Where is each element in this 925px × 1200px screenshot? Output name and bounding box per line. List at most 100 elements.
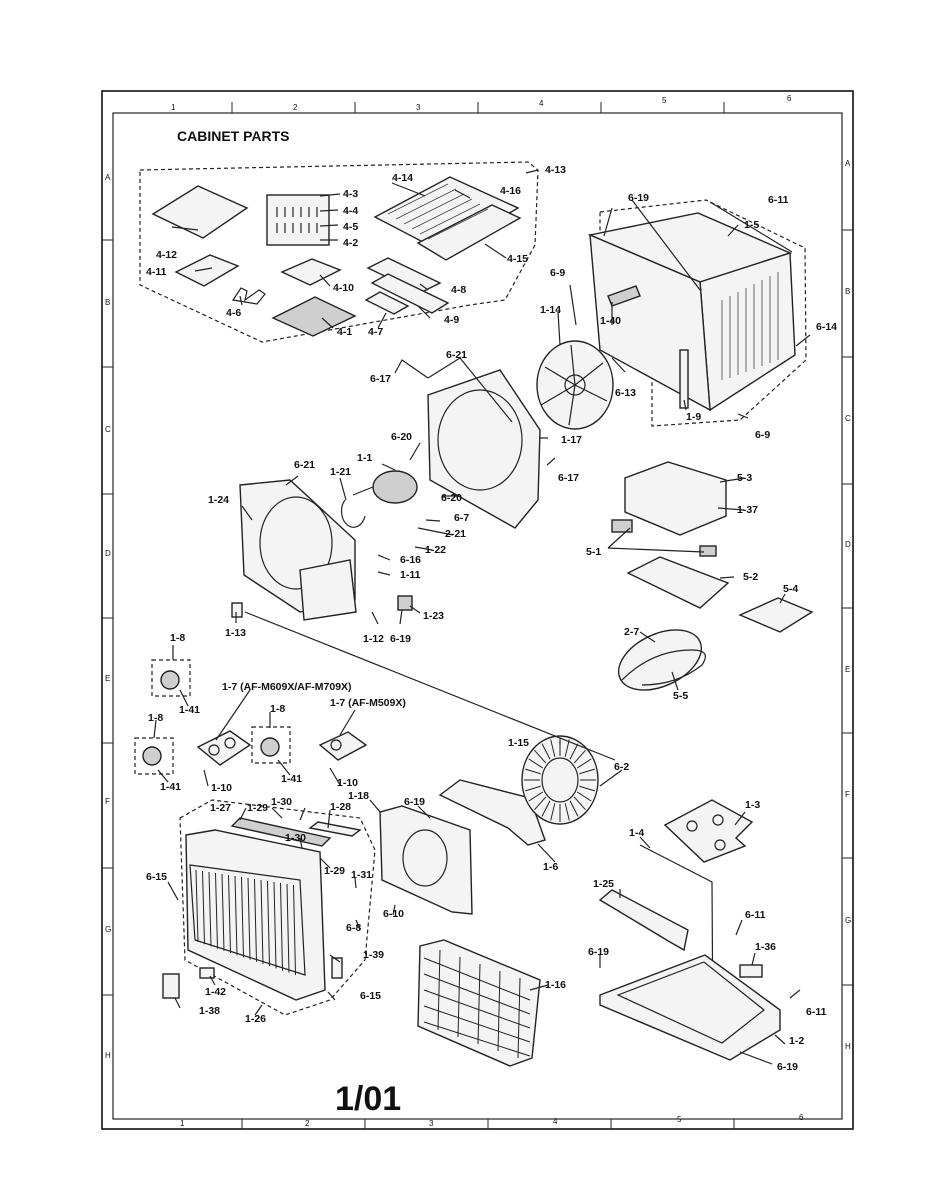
callout-5-1: 5-1 [586, 546, 601, 558]
callout-1-42: 1-42 [205, 986, 226, 998]
callout-1-8-b: 1-8 [148, 712, 163, 724]
model-label-m609: 1-7 (AF-M609X/AF-M709X) [222, 681, 352, 693]
filter-cell-col [517, 977, 521, 1059]
callout-1-28: 1-28 [330, 801, 351, 813]
callout-6-11-cab: 6-11 [768, 194, 789, 206]
callout-1-4: 1-4 [629, 827, 644, 839]
cabinet-assembly [587, 199, 807, 427]
col-label-top-5: 5 [662, 96, 667, 105]
callout-4-5: 4-5 [343, 221, 358, 233]
callout-1-24: 1-24 [208, 494, 229, 506]
col-label-top-4: 4 [539, 99, 544, 108]
filter-cell-row [423, 973, 531, 1015]
callout-1-17: 1-17 [561, 434, 582, 446]
callout-2-7: 2-7 [624, 626, 639, 638]
wheel-vane [550, 803, 556, 821]
callout-1-41-c: 1-41 [281, 773, 302, 785]
part-1-2-base-pan [599, 954, 781, 1061]
panel-dial-b [224, 737, 236, 749]
callout-1-37: 1-37 [737, 504, 758, 516]
callout-6-17-side: 6-17 [558, 472, 579, 484]
front-panel-m509 [318, 731, 368, 761]
louver-line [286, 883, 290, 973]
part-1-17-shroud [427, 369, 541, 529]
louver-line [254, 878, 257, 962]
wheel-vane [577, 791, 592, 802]
wheel-vane [534, 749, 547, 764]
row-label-right-H: H [845, 1042, 851, 1051]
wheel-vane [525, 768, 541, 775]
part-4-10-pad [280, 258, 342, 286]
pad-hole-c [714, 839, 726, 851]
callout-6-19-air: 6-19 [404, 796, 425, 808]
part-1-39-tag [331, 957, 343, 979]
callout-1-31: 1-31 [351, 869, 372, 881]
callout-1-12: 1-12 [363, 633, 384, 645]
callout-1-18: 1-18 [348, 790, 369, 802]
wheel-vane [550, 739, 556, 757]
callout-4-4: 4-4 [343, 205, 358, 217]
callout-5-5: 5-5 [673, 690, 688, 702]
wheel-vane [577, 758, 592, 769]
wheel-vane [541, 800, 551, 817]
callout-5-2: 5-2 [743, 571, 758, 583]
row-label-left-F: F [105, 797, 110, 806]
callout-4-11: 4-11 [146, 266, 167, 278]
col-label-bottom-4: 4 [553, 1117, 558, 1126]
callout-1-3: 1-3 [745, 799, 760, 811]
filter-cell-col [457, 956, 461, 1038]
air-path-parts [379, 735, 599, 1067]
louver-line [234, 875, 238, 956]
part-1-6-scroll [438, 779, 546, 846]
part-1-3-pad [663, 799, 754, 863]
louver-line [241, 876, 244, 958]
row-label-right-A: A [845, 159, 851, 168]
callout-1-15: 1-15 [508, 737, 529, 749]
louver-line [202, 870, 205, 945]
blower-wheel-hub [541, 757, 579, 803]
filter-cell-row [423, 1005, 531, 1043]
border-ticks [102, 102, 853, 1129]
louver-line [293, 884, 296, 976]
louver-line [221, 873, 225, 951]
row-label-right-C: C [845, 414, 851, 423]
callout-5-3: 5-3 [737, 472, 752, 484]
part-5-4-pad [738, 597, 814, 633]
callout-1-21: 1-21 [330, 466, 351, 478]
wheel-vane [564, 803, 570, 821]
row-label-left-A: A [105, 173, 111, 182]
callout-1-40: 1-40 [600, 315, 621, 327]
callout-4-6: 4-6 [226, 307, 241, 319]
base-parts [598, 799, 781, 1061]
wheel-vane [573, 749, 586, 764]
wheel-vane [579, 768, 595, 775]
fan-blades [540, 344, 608, 426]
callout-4-1: 4-1 [337, 326, 352, 338]
louver-line [280, 882, 283, 971]
callout-1-2: 1-2 [789, 1035, 804, 1047]
panel-dial-c [330, 739, 342, 751]
callout-6-9-bottom: 6-9 [755, 429, 770, 441]
callout-1-41-b: 1-41 [160, 781, 181, 793]
base-pan-inner [616, 961, 765, 1044]
page-title: CABINET PARTS [177, 128, 290, 144]
callout-6-8: 6-8 [346, 922, 361, 934]
callout-labels: 4-13 4-14 4-16 4-3 4-4 4-5 4-2 4-12 4-11… [146, 164, 837, 1073]
blower-wheel-vanes [524, 738, 596, 822]
callout-6-7: 6-7 [454, 512, 469, 524]
callout-6-9-top: 6-9 [550, 267, 565, 279]
row-label-left-E: E [105, 674, 110, 683]
col-label-bottom-1: 1 [180, 1119, 185, 1128]
callout-6-2: 6-2 [614, 761, 629, 773]
knob-1-8-c [260, 737, 280, 757]
callout-1-10-b: 1-10 [337, 777, 358, 789]
front-grille-outline [179, 799, 376, 1016]
col-label-bottom-6: 6 [799, 1113, 804, 1122]
callout-1-29-top: 1-29 [247, 802, 268, 814]
part-4-1-pad [271, 296, 357, 337]
part-1-36-label [739, 964, 763, 978]
callout-6-17-top: 6-17 [370, 373, 391, 385]
callout-1-9: 1-9 [686, 411, 701, 423]
part-4-6-bracket [231, 287, 266, 305]
knob-frame-1 [151, 659, 191, 697]
